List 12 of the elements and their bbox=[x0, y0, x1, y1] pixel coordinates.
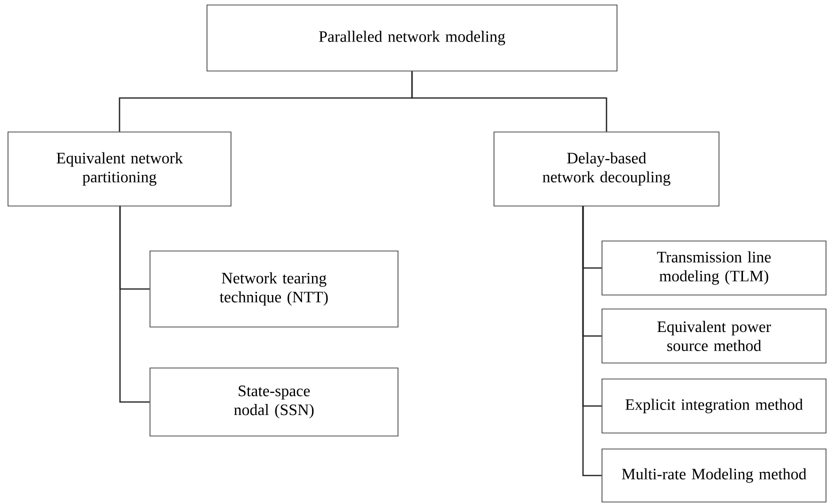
box: State-space nodal (SSN) bbox=[150, 368, 398, 436]
box: Delay-based network decoupling bbox=[494, 132, 720, 206]
box: Multi-rate Modeling method bbox=[602, 448, 826, 502]
box: Network tearing technique (NTT) bbox=[150, 250, 398, 328]
connector-line bbox=[582, 206, 602, 476]
box: Explicit integration method bbox=[602, 378, 826, 434]
box: Transmission line modeling (TLM) bbox=[602, 240, 826, 296]
box: Paralleled network modeling bbox=[206, 4, 618, 72]
box: Equivalent network partitioning bbox=[8, 132, 232, 206]
box: Equivalent power source method bbox=[602, 308, 826, 364]
connector-line bbox=[119, 206, 150, 403]
connector-line bbox=[411, 71, 608, 132]
